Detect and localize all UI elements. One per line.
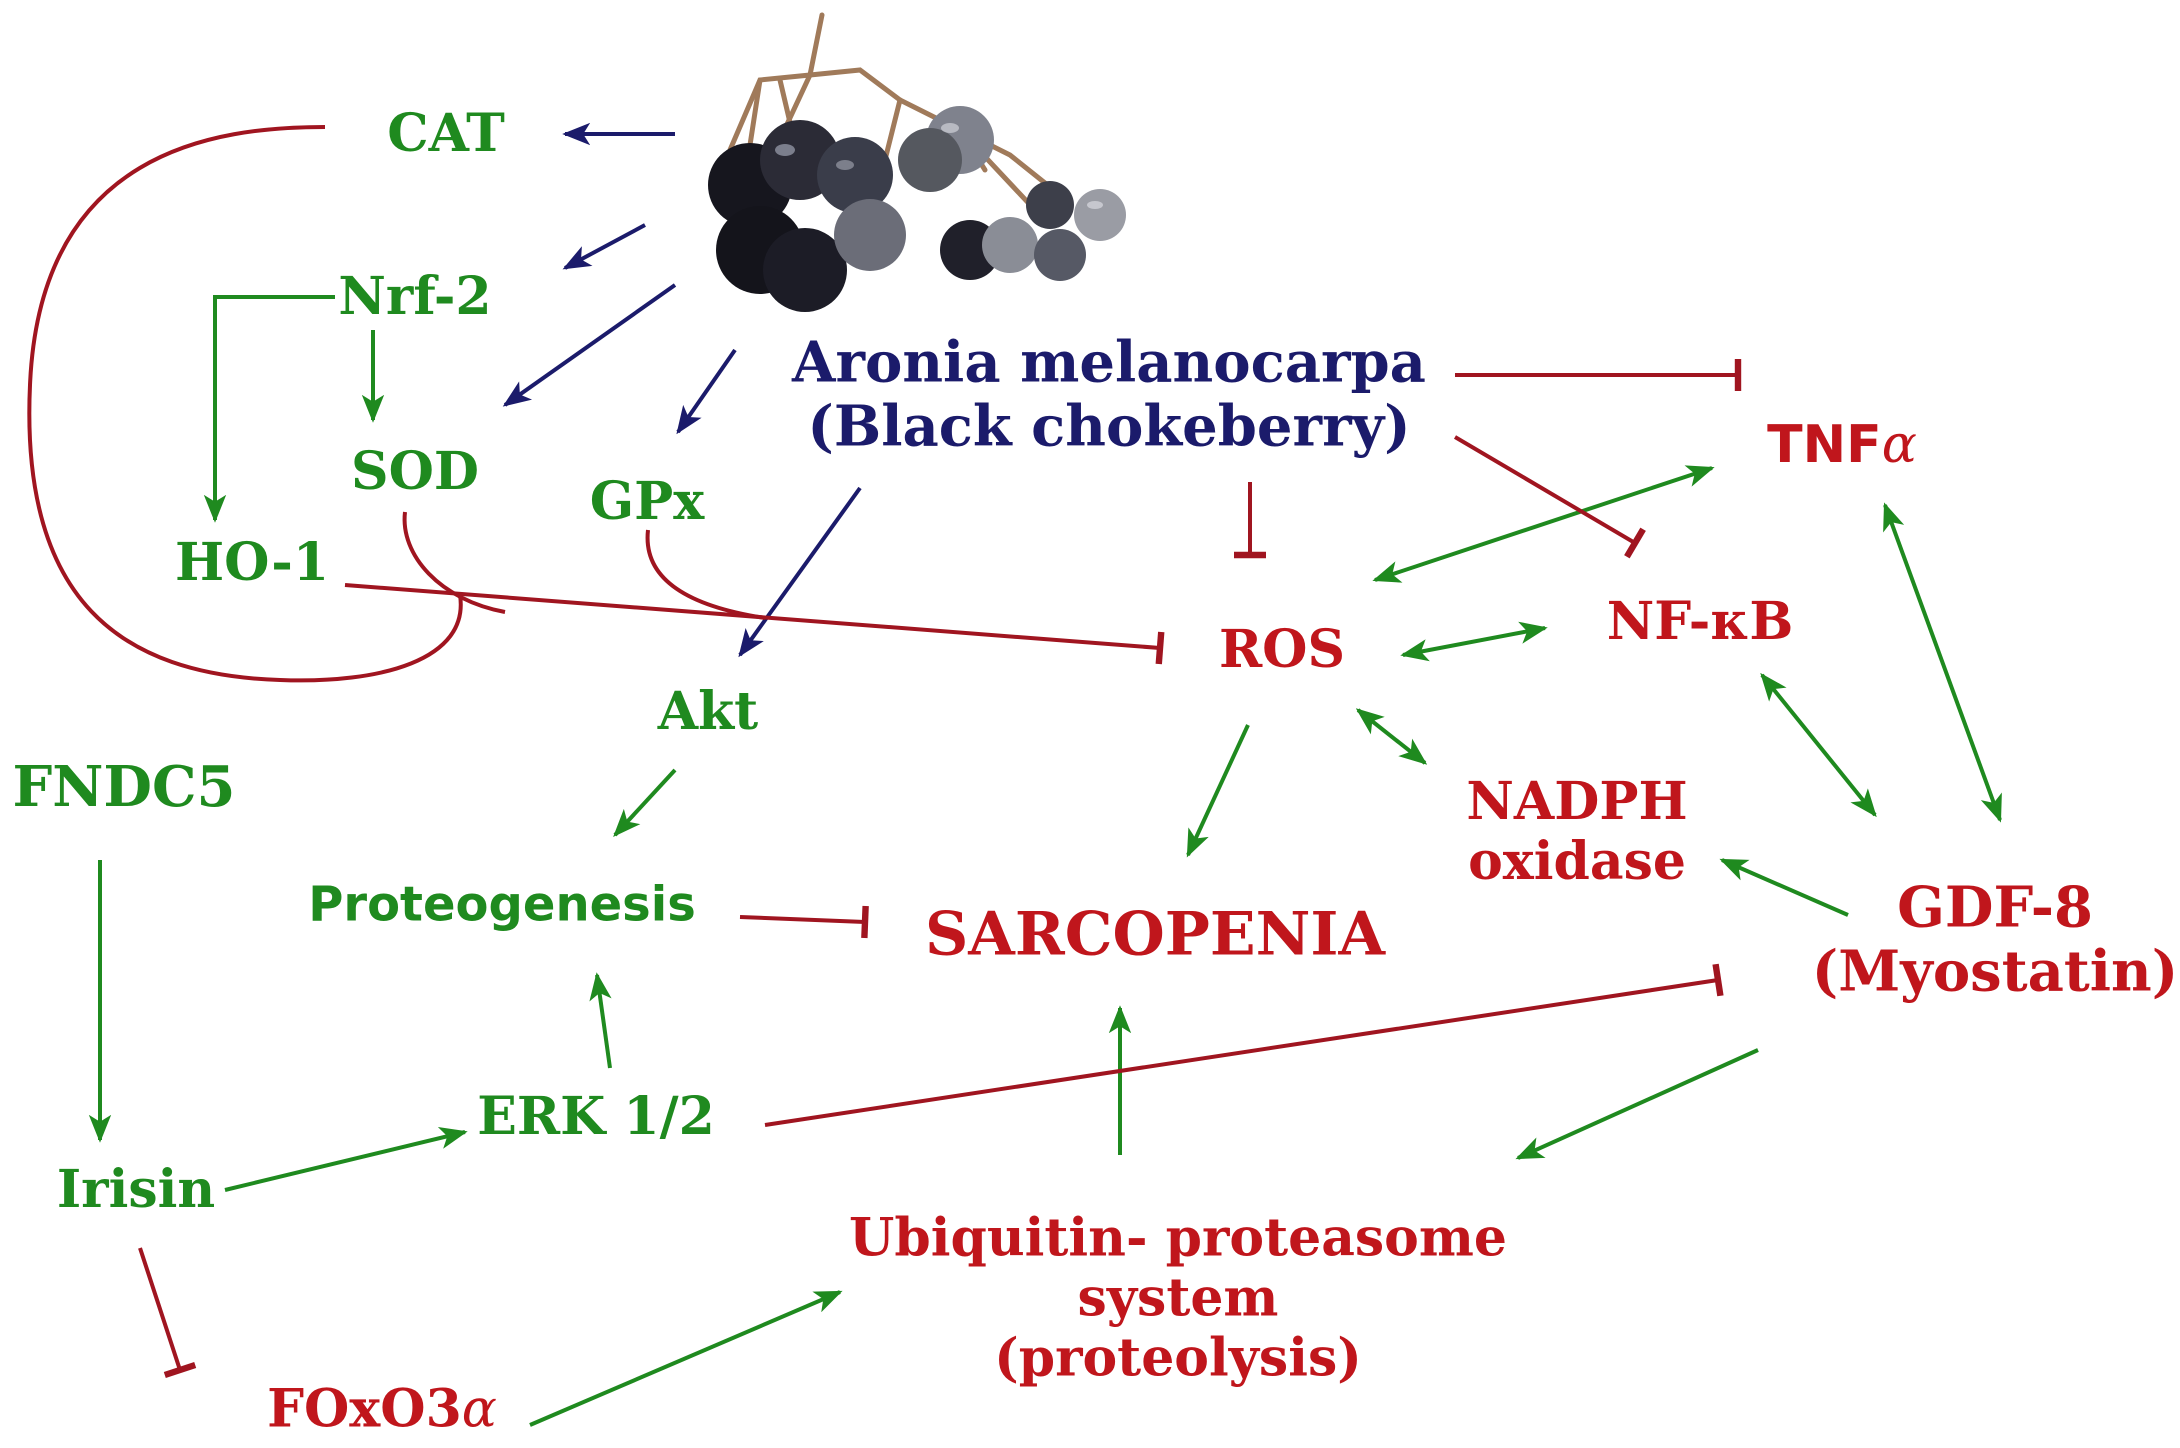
node-nfkb: NF-κB xyxy=(1606,591,1794,653)
node-proteogenesis: Proteogenesis xyxy=(308,876,696,933)
ups-line2: system xyxy=(1077,1267,1279,1329)
node-akt: Akt xyxy=(657,681,759,743)
node-ubiquitin-proteasome: Ubiquitin- proteasome system (proteolysi… xyxy=(849,1208,1507,1387)
arrow-nfkb-gdf xyxy=(1760,672,1877,818)
node-irisin: Irisin xyxy=(56,1159,216,1221)
arrow-tnf-gdf xyxy=(1883,502,2002,823)
aronia-line1: Aronia melanocarpa xyxy=(792,329,1426,396)
node-sod: SOD xyxy=(351,441,479,503)
node-tnf: TNFα xyxy=(1767,415,1917,476)
node-fndc5: FNDC5 xyxy=(12,753,236,820)
inhibit-irisin-foxo xyxy=(138,1247,197,1379)
sod-connector xyxy=(402,511,506,614)
tnf-alpha: α xyxy=(1881,415,1917,476)
gdf-line2: (Myostatin) xyxy=(1811,939,2179,1005)
chokeberry-cluster-icon xyxy=(708,12,1126,312)
node-aronia: Aronia melanocarpa (Black chokeberry) xyxy=(792,329,1426,460)
arrow-nrf2-ho1 xyxy=(203,295,335,523)
arrow-ros-nfkb xyxy=(1400,621,1548,662)
node-ho1: HO-1 xyxy=(174,532,330,594)
ups-line3: (proteolysis) xyxy=(994,1326,1362,1388)
cat-feedback-loop xyxy=(27,125,463,683)
inhibit-erk-gdf xyxy=(764,963,1724,1127)
foxo-alpha: α xyxy=(461,1379,497,1440)
arrow-aronia-gpx xyxy=(676,348,737,435)
nadph-line2: oxidase xyxy=(1468,831,1686,892)
node-ros: ROS xyxy=(1218,619,1346,681)
arrow-aronia-nrf2 xyxy=(562,223,646,270)
foxo-text: FOxO3 xyxy=(267,1378,462,1440)
arrow-aronia-akt xyxy=(738,486,862,658)
arrow-irisin-erk xyxy=(224,1127,468,1192)
arrow-ros-tnf xyxy=(1372,465,1715,583)
node-gdf8: GDF-8 (Myostatin) xyxy=(1811,874,2179,1005)
node-foxo3a: FOxO3α xyxy=(267,1378,497,1441)
gdf-line1: GDF-8 xyxy=(1897,874,2093,941)
nadph-line1: NADPH xyxy=(1466,771,1688,833)
arrow-gdf-ups xyxy=(1515,1048,1759,1160)
gpx-connector xyxy=(645,529,766,620)
arrow-ros-sarcopenia xyxy=(1186,724,1250,858)
arrow-aronia-sod xyxy=(502,283,677,407)
node-cat: CAT xyxy=(387,103,505,165)
node-erk: ERK 1/2 xyxy=(477,1086,715,1148)
node-nrf2: Nrf-2 xyxy=(338,266,492,328)
arrow-akt-proteogenesis xyxy=(613,768,677,838)
node-sarcopenia: SARCOPENIA xyxy=(924,899,1386,970)
arrow-ros-nadph xyxy=(1355,708,1428,765)
arrow-foxo-ups xyxy=(529,1290,843,1427)
inhibit-aronia-nfkb xyxy=(1453,435,1646,559)
node-gpx: GPx xyxy=(589,471,705,533)
arrow-gdf-nadph xyxy=(1719,858,1849,917)
inhibit-proteogenesis-sarcopenia xyxy=(739,905,869,939)
arrow-erk-proteogenesis xyxy=(589,972,612,1069)
node-nadph-oxidase: NADPH oxidase xyxy=(1466,772,1687,892)
tnf-text: TNF xyxy=(1767,415,1882,476)
ups-line1: Ubiquitin- proteasome xyxy=(849,1207,1507,1269)
aronia-line2: (Black chokeberry) xyxy=(807,394,1411,460)
